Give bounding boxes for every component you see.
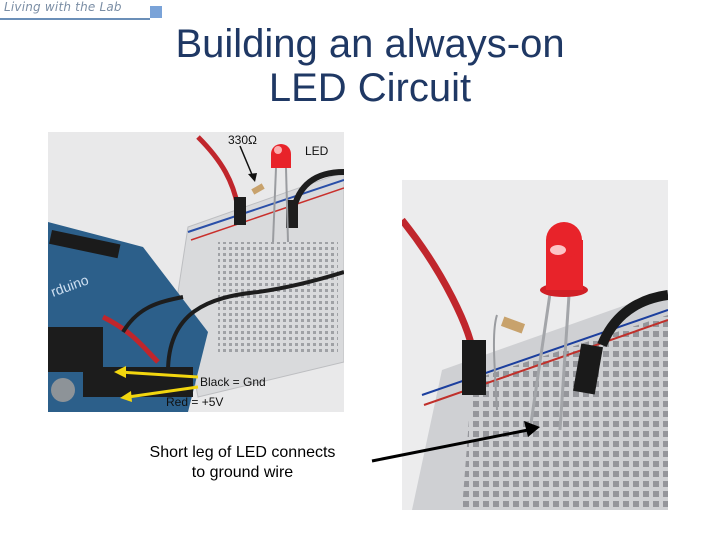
- title-line-1: Building an always-on: [175, 22, 565, 66]
- right-photo: [402, 180, 668, 510]
- logo-text: Living with the Lab: [4, 0, 122, 14]
- caption: Short leg of LED connects to ground wire: [130, 443, 355, 483]
- logo-square: [150, 6, 162, 18]
- logo-tab: Living with the Lab: [0, 0, 150, 20]
- slide-title: Building an always-on LED Circuit: [130, 22, 610, 110]
- label-led: LED: [305, 144, 329, 158]
- label-black-gnd: Black = Gnd: [200, 375, 266, 389]
- caption-line-2: to ground wire: [191, 464, 294, 481]
- left-photo: rduino 330Ω LED Black = Gnd Red = +5V: [48, 132, 344, 412]
- label-resistor: 330Ω: [228, 133, 257, 147]
- label-red-5v: Red = +5V: [166, 395, 223, 409]
- title-line-2: LED Circuit: [268, 66, 472, 110]
- caption-line-1: Short leg of LED connects: [149, 444, 336, 461]
